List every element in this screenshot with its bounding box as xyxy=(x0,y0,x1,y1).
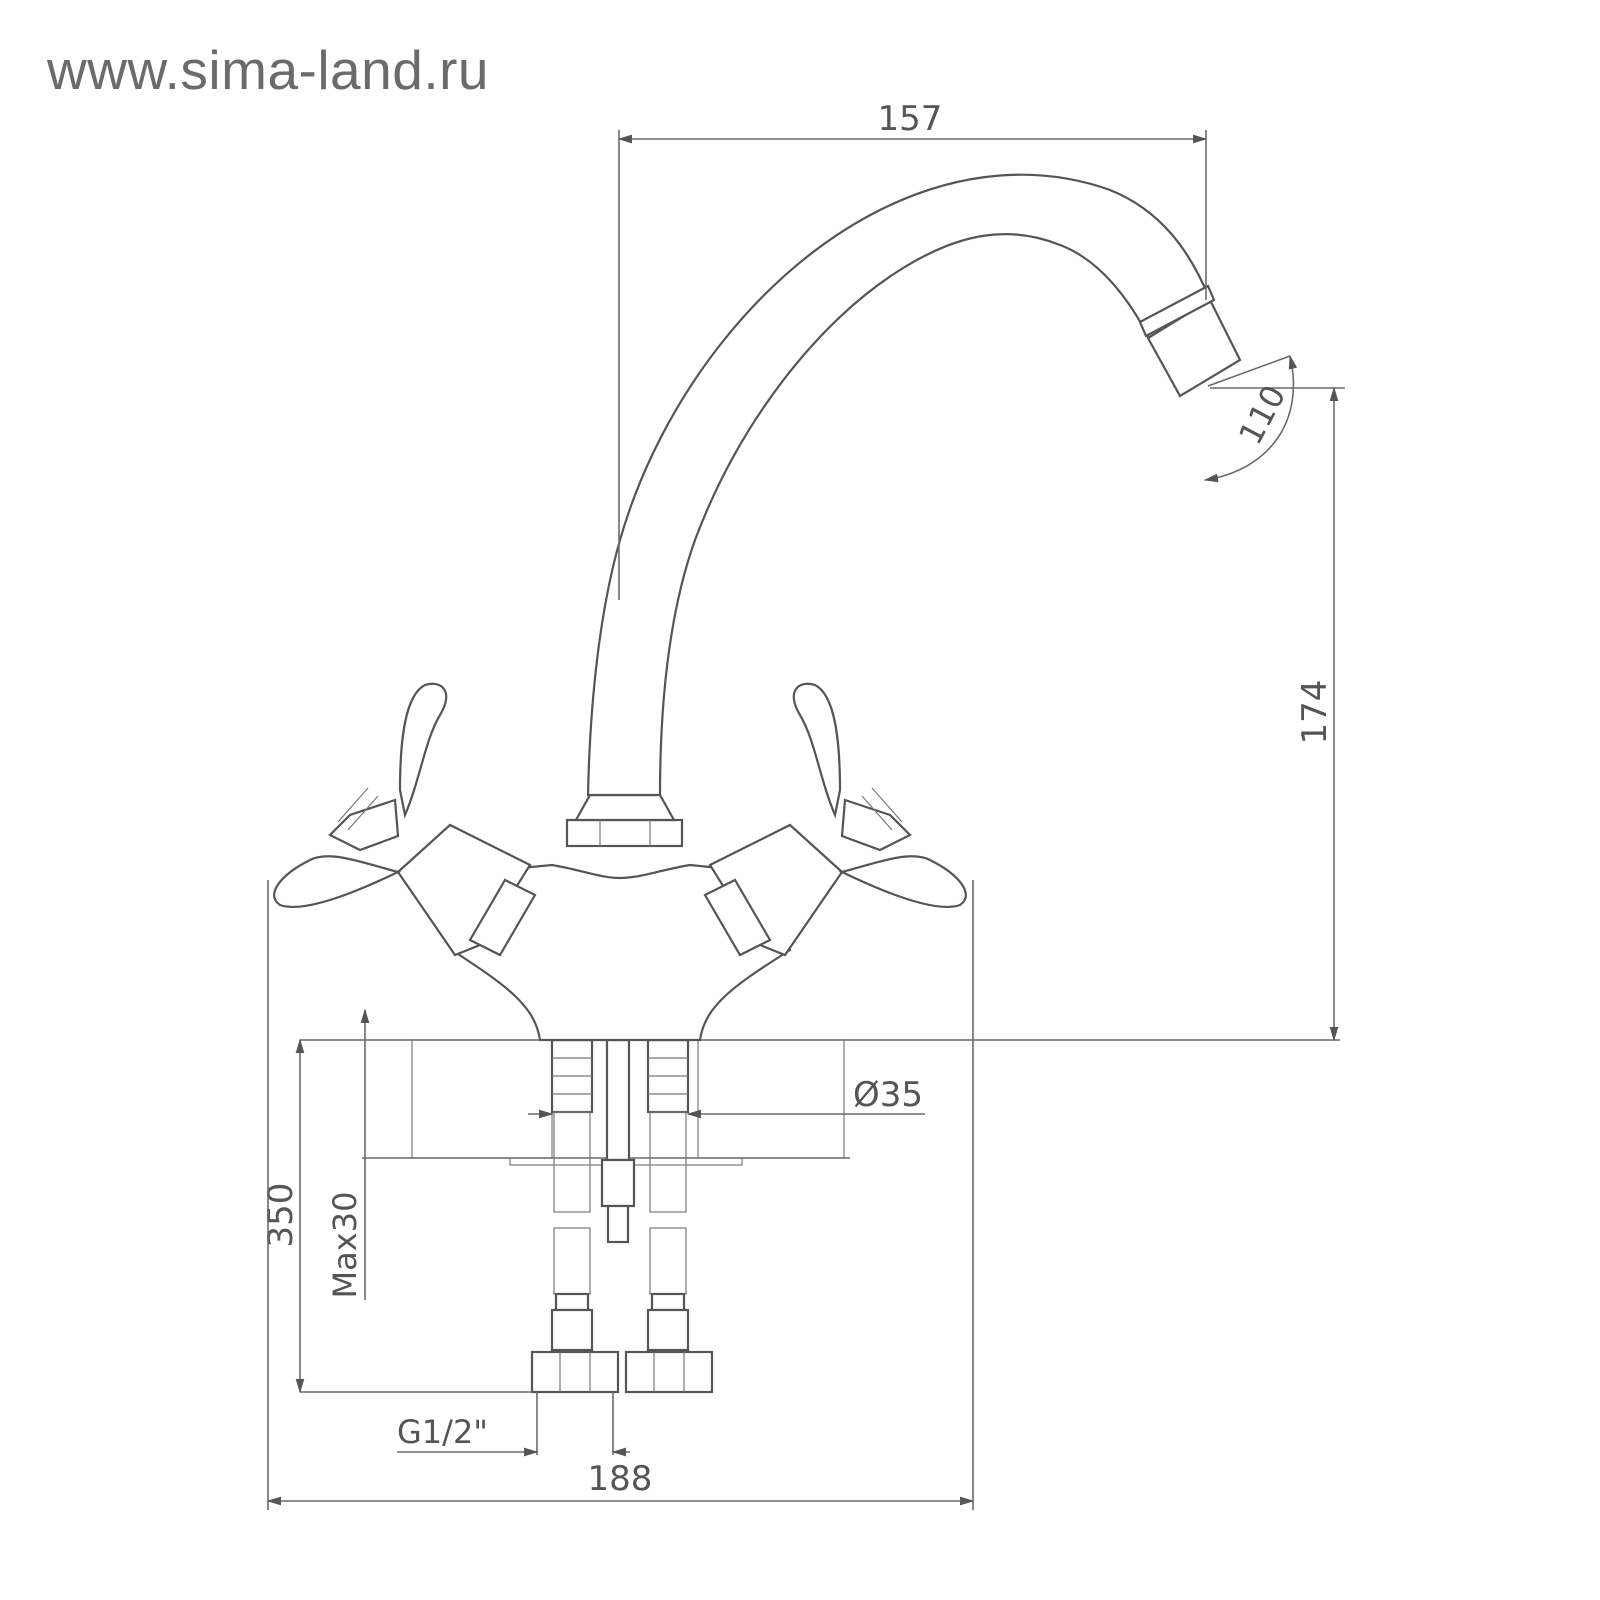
dimension-188-label: 188 xyxy=(588,1459,653,1499)
dimension-350-label: 350 xyxy=(261,1183,301,1248)
supply-hoses xyxy=(530,1038,714,1394)
dimension-110-label: 110 xyxy=(1231,379,1293,451)
left-handle xyxy=(273,682,448,909)
dimension-total-height: 350 xyxy=(261,1038,532,1394)
dimension-thread: G1/2" xyxy=(397,1392,630,1457)
dimension-total-width: 188 xyxy=(266,880,975,1510)
dimension-thread-label: G1/2" xyxy=(397,1413,488,1451)
dimension-157-label: 157 xyxy=(878,99,943,139)
dimension-max-thickness: Max30 xyxy=(326,1008,370,1300)
watermark-text: www.sima-land.ru xyxy=(47,39,490,101)
dimension-spout-height: 174 xyxy=(1210,386,1345,1042)
dimension-aerator-angle: 110 xyxy=(1203,354,1298,483)
faucet-body xyxy=(396,793,844,1042)
dimension-max30-label: Max30 xyxy=(326,1192,364,1299)
dimension-spout-reach: 157 xyxy=(617,99,1208,600)
countertop-section xyxy=(300,1039,1340,1166)
dimension-174-label: 174 xyxy=(1295,680,1335,745)
spout xyxy=(586,173,1242,797)
right-handle xyxy=(792,682,967,909)
dimension-diameter-label: Ø35 xyxy=(853,1075,923,1115)
dimension-hole-diameter: Ø35 xyxy=(528,1075,925,1119)
